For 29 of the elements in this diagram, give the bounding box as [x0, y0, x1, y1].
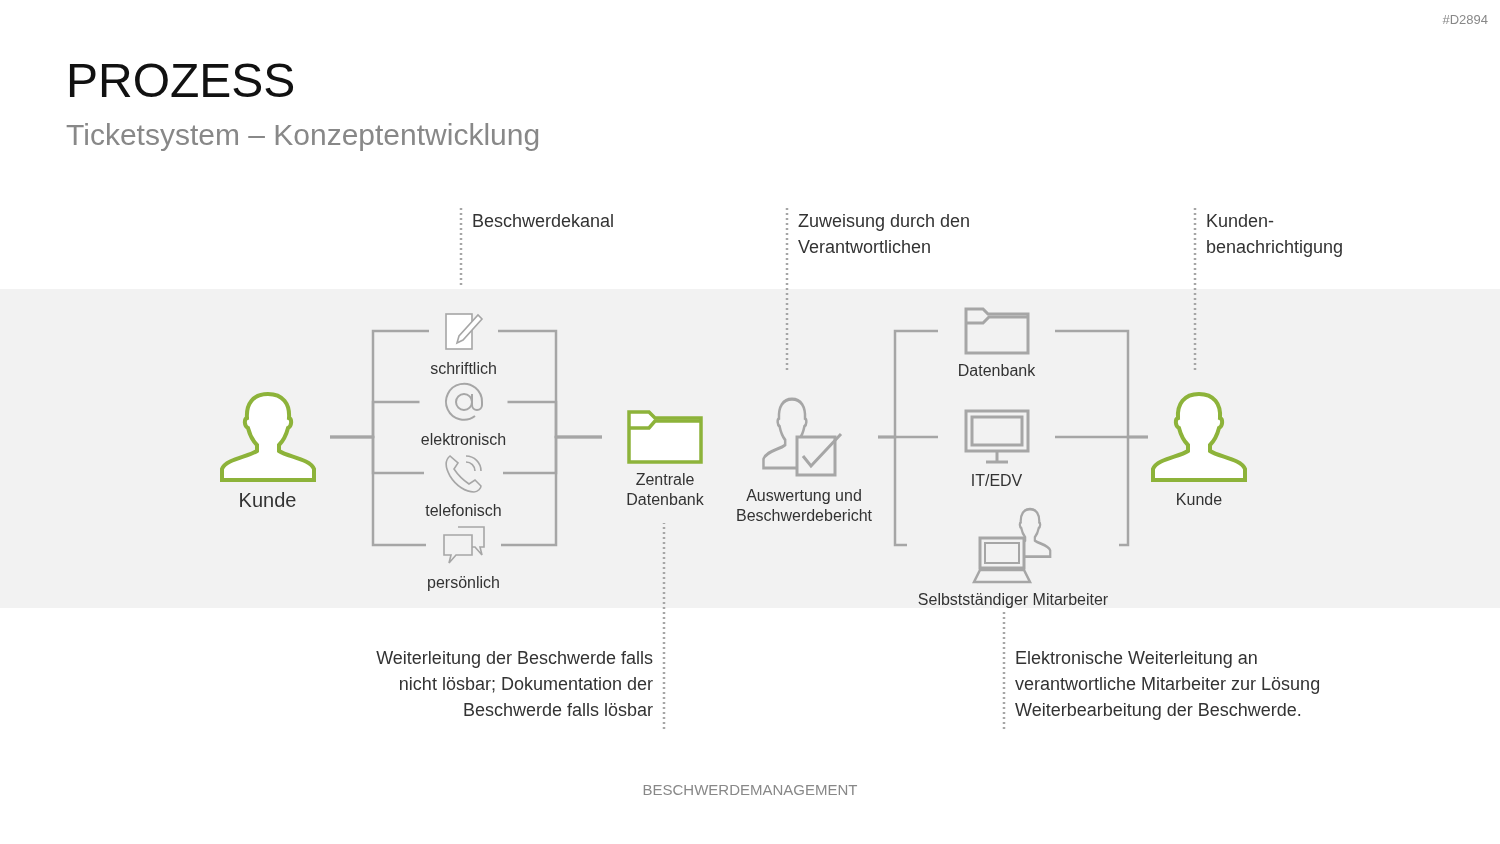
annotation-text: Weiterleitung der Beschwerde falls nicht lösbar; Dokumentation der Beschwerde falls lösbar	[354, 645, 664, 729]
node-label: Datenbank	[957, 361, 1036, 381]
leader-line	[662, 523, 666, 729]
node-label: elektronisch	[420, 430, 507, 450]
annotation-text: Beschwerdekanal	[461, 208, 671, 244]
node-label: Zentrale Datenbank	[625, 470, 705, 510]
node-label: schriftlich	[430, 359, 497, 379]
annotation-text: Kunden- benachrichtigung	[1195, 208, 1380, 268]
connector-line	[330, 435, 426, 547]
leader-line	[1002, 610, 1006, 729]
slide-code: #D2894	[1441, 12, 1488, 27]
node-label: Auswertung und Beschwerdebericht	[734, 486, 874, 526]
connector-line	[501, 435, 602, 547]
annotation-text: Elektronische Weiterleitung an verantwortliche Mitarbeiter zur Lösung Weiterbearbeitung der Beschwerde.	[1004, 645, 1335, 729]
node-label: telefonisch	[425, 501, 502, 521]
connector-line	[878, 435, 907, 547]
title: PROZESS	[66, 53, 296, 109]
leader-line	[1193, 208, 1197, 372]
node-label: persönlich	[427, 573, 500, 593]
subtitle: Ticketsystem – Konzeptentwicklung	[66, 118, 542, 152]
node-label: Selbstständiger Mitarbeiter	[917, 590, 1109, 610]
node-label: Kunde	[1175, 490, 1223, 510]
leader-line	[459, 208, 463, 287]
leader-line	[785, 208, 789, 370]
node-label: IT/EDV	[970, 471, 1023, 491]
annotation-text: Zuweisung durch den Verantwortlichen	[787, 208, 1017, 268]
node-label: Kunde	[238, 490, 297, 510]
connector-line	[1119, 435, 1148, 547]
footer-text: BESCHWERDEMANAGEMENT	[641, 781, 859, 798]
